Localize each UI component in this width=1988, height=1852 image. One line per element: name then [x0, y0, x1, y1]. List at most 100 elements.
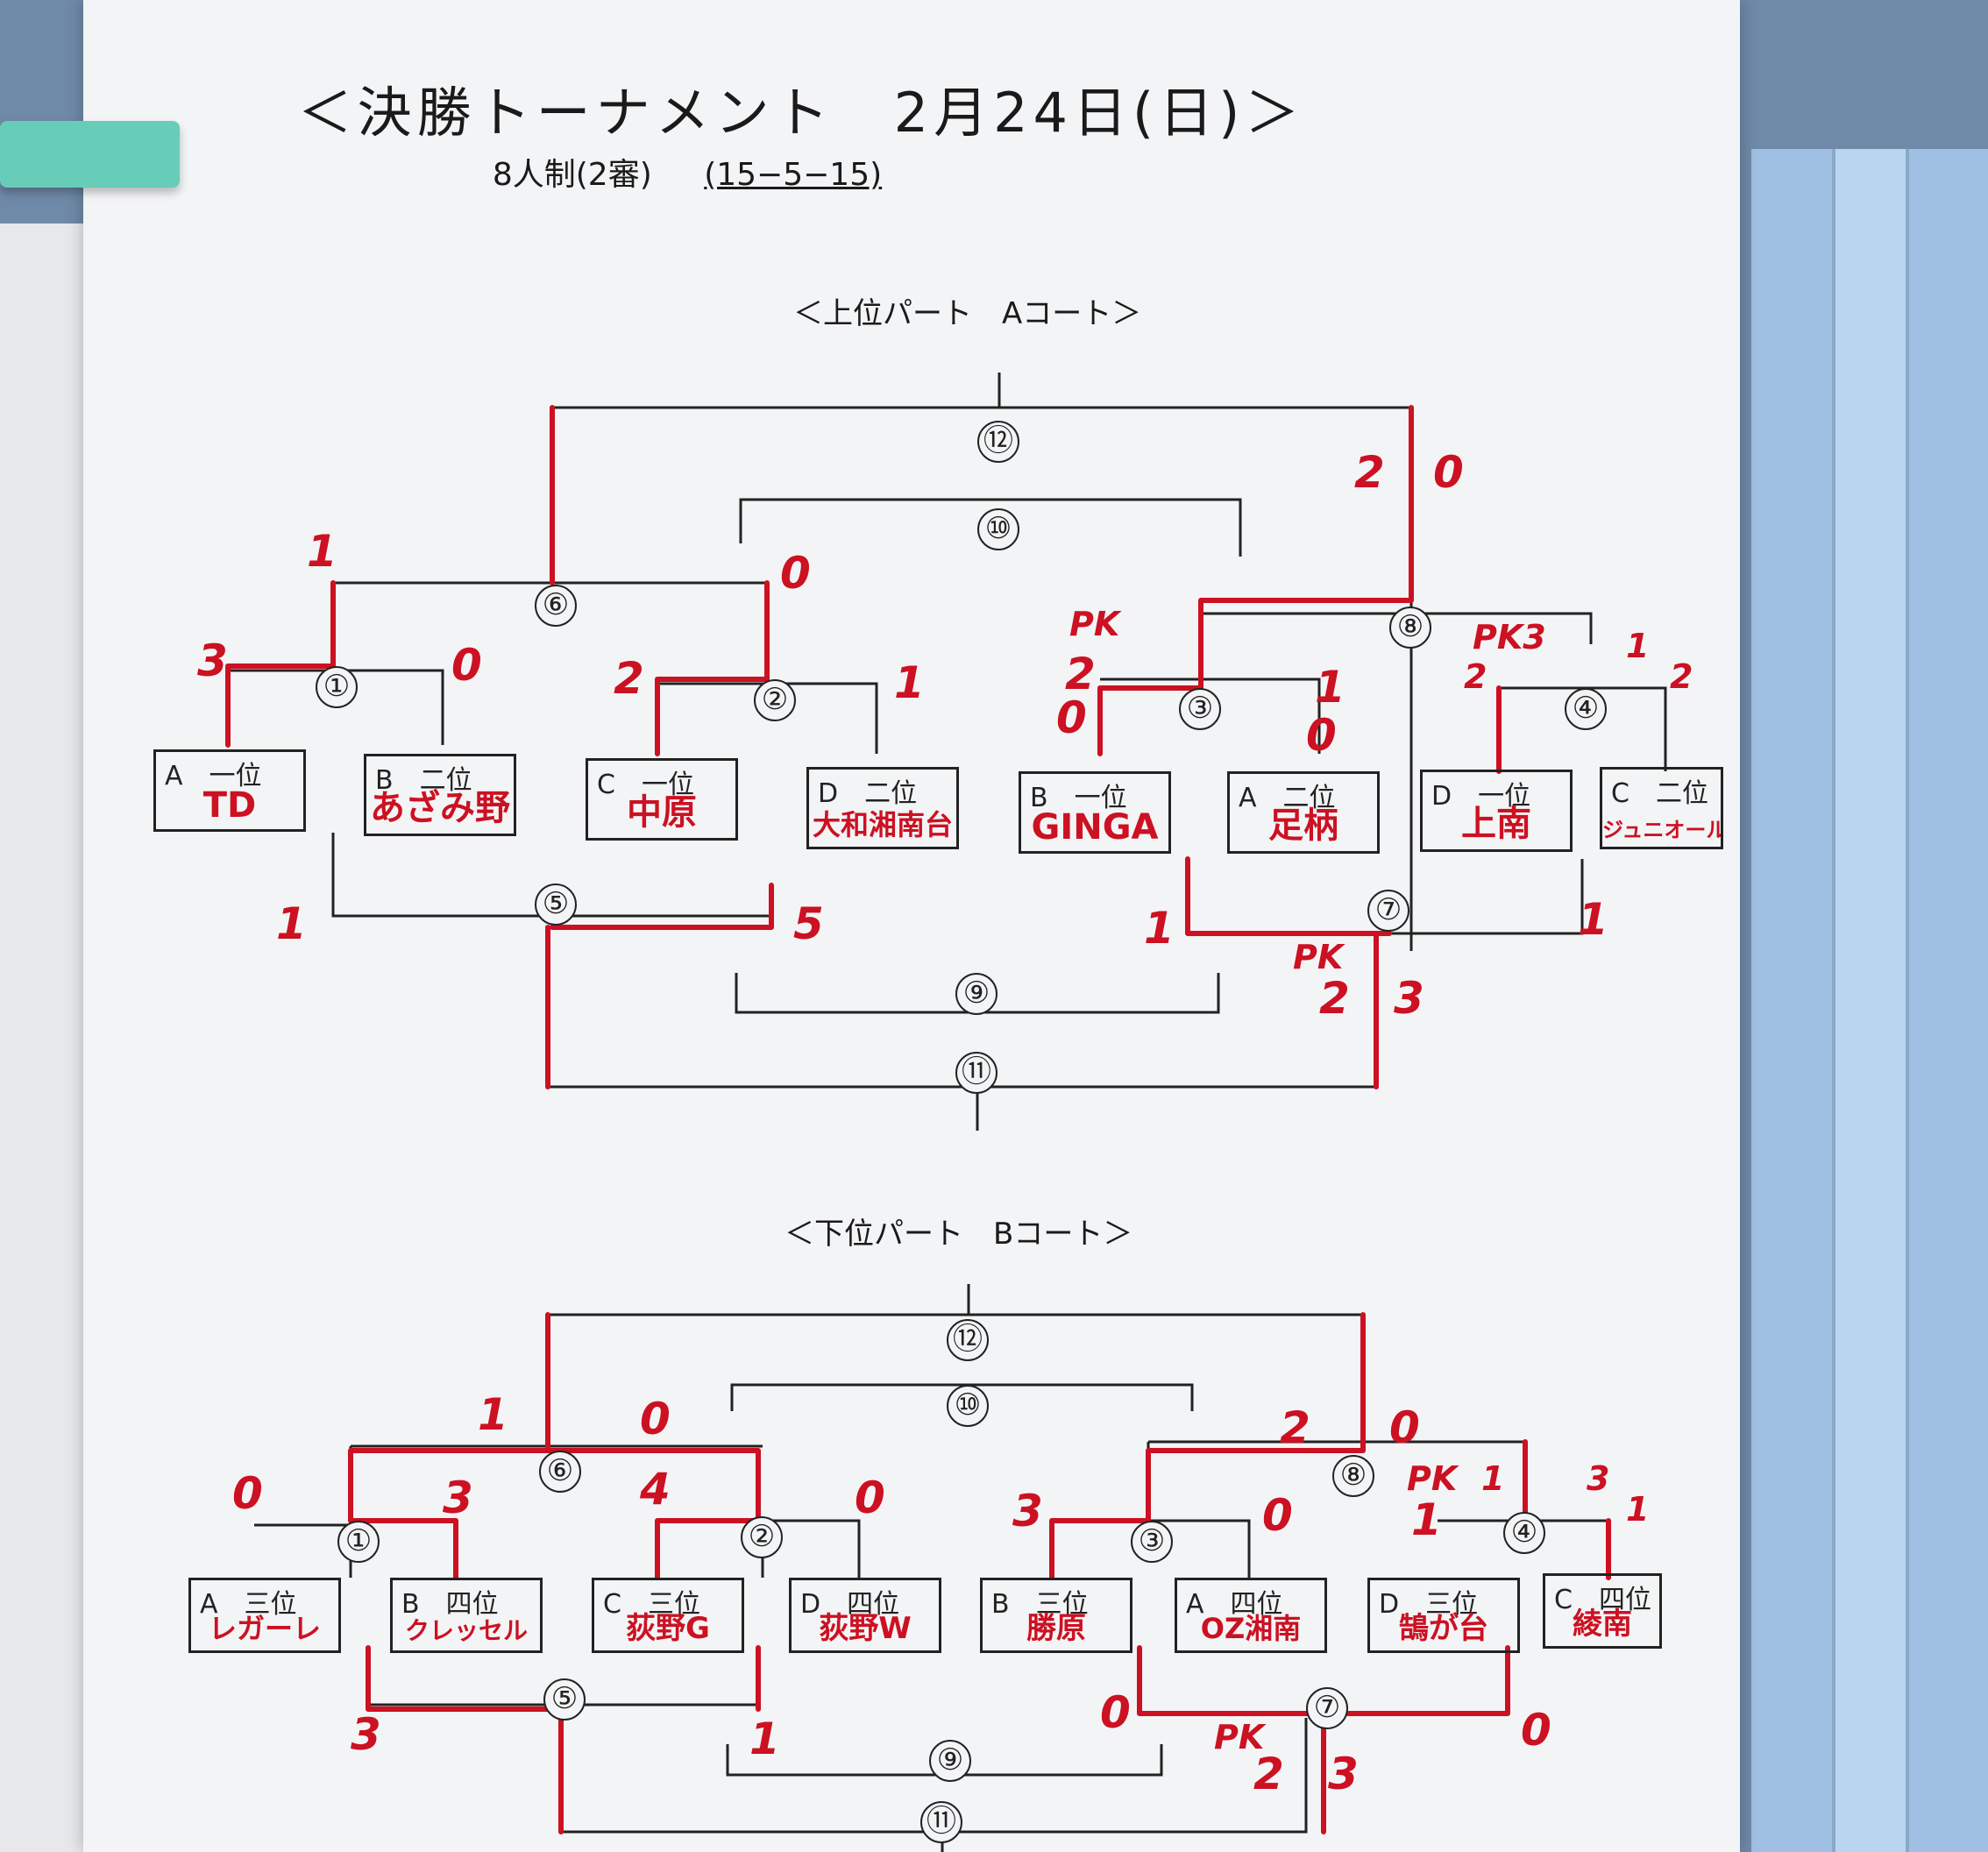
- lower-score-m4-right: 1: [1626, 1490, 1650, 1529]
- upper-score-m1-left: 3: [197, 635, 228, 686]
- team-seed: A 一位: [165, 761, 262, 791]
- team-name: レガーレ: [208, 1612, 321, 1645]
- lower-team-8: C 四位 綾南: [1543, 1573, 1662, 1649]
- lower-match-5: ⑤: [543, 1678, 586, 1721]
- team-name: 上南: [1461, 804, 1531, 844]
- upper-team-2: B 二位 あざみ野: [364, 754, 516, 836]
- team-name: TD: [202, 785, 257, 826]
- lower-score-m6-left: 1: [478, 1389, 508, 1440]
- lower-match-1: ①: [337, 1521, 380, 1563]
- team-seed: D 三位: [1379, 1589, 1479, 1620]
- team-name: 綾南: [1573, 1607, 1632, 1642]
- team-seed: C 三位: [603, 1589, 700, 1620]
- team-name: 大和湘南台: [812, 808, 953, 841]
- upper-score-m4-pk-right: 1: [1626, 627, 1650, 665]
- lower-score-m7-pk: PK: [1214, 1718, 1265, 1756]
- lower-match-8: ⑧: [1332, 1455, 1374, 1497]
- lower-score-m11: 3: [1328, 1749, 1359, 1799]
- team-seed: D 二位: [818, 778, 918, 809]
- upper-match-7: ⑦: [1367, 890, 1409, 932]
- lower-score-m2-left: 4: [640, 1464, 671, 1515]
- upper-match-8: ⑧: [1389, 607, 1431, 649]
- lower-match-7: ⑦: [1306, 1687, 1348, 1729]
- upper-match-1: ①: [316, 666, 358, 708]
- upper-score-m2-right: 1: [894, 657, 925, 708]
- upper-match-5: ⑤: [535, 883, 577, 926]
- team-name: 荻野G: [626, 1611, 710, 1646]
- upper-match-6: ⑥: [535, 585, 577, 627]
- lower-match-2: ②: [741, 1516, 783, 1558]
- upper-score-m7-pk-value: 2: [1319, 973, 1350, 1024]
- upper-score-m4-left: 2: [1464, 657, 1487, 696]
- team-name: クレッセル: [404, 1616, 528, 1645]
- lower-score-m1-left: 0: [232, 1468, 263, 1519]
- upper-team-4: D 二位 大和湘南台: [806, 767, 959, 849]
- team-name: 鵠が台: [1399, 1611, 1488, 1646]
- upper-score-m2-left: 2: [614, 653, 644, 704]
- lower-match-9: ⑨: [929, 1740, 971, 1782]
- lower-team-2: B 四位 クレッセル: [390, 1578, 543, 1653]
- upper-match-12: ⑫: [977, 421, 1019, 463]
- lower-score-m7-left: 0: [1100, 1687, 1131, 1738]
- team-seed: C 四位: [1554, 1585, 1651, 1615]
- upper-score-m7-pk: PK: [1293, 938, 1344, 976]
- upper-score-m11: 3: [1394, 973, 1424, 1024]
- team-name: ジュニオール: [1602, 818, 1721, 842]
- upper-team-8: C 二位 ジュニオール: [1600, 767, 1723, 849]
- lower-score-m3-right: 0: [1262, 1490, 1293, 1541]
- magnet-clip: [0, 121, 180, 188]
- lower-team-6: A 四位 OZ湘南: [1175, 1578, 1327, 1653]
- team-name: OZ湘南: [1200, 1612, 1302, 1645]
- format-text: 8人制(2審): [492, 157, 652, 193]
- lower-team-4: D 四位 荻野W: [789, 1578, 941, 1653]
- upper-team-1: A 一位 TD: [153, 749, 306, 832]
- lower-team-1: A 三位 レガーレ: [188, 1578, 341, 1653]
- lower-score-m7-right: 0: [1521, 1705, 1551, 1756]
- team-seed: C 二位: [1611, 778, 1708, 809]
- lower-part-label: ＜下位パート Bコート＞: [785, 1217, 1133, 1252]
- upper-score-m8-right: 0: [1433, 447, 1464, 498]
- upper-score-m4-right: 2: [1670, 657, 1693, 696]
- lower-match-10: ⑩: [947, 1385, 989, 1427]
- lower-score-m8-left: 2: [1280, 1402, 1310, 1453]
- upper-score-m6-left: 1: [307, 526, 337, 577]
- upper-score-m7-right: 1: [1578, 894, 1608, 945]
- upper-match-4: ④: [1565, 688, 1607, 730]
- lower-score-m2-right: 0: [855, 1472, 885, 1523]
- team-seed: A 三位: [200, 1589, 297, 1620]
- upper-team-5: B 一位 GINGA: [1019, 771, 1171, 854]
- lower-score-m5-left: 3: [351, 1709, 381, 1760]
- team-seed: C 一位: [597, 770, 694, 800]
- upper-match-2: ②: [754, 679, 796, 721]
- upper-red-lines: [225, 405, 1502, 1089]
- upper-score-m7-left: 1: [1144, 903, 1175, 954]
- lower-match-12: ⑫: [947, 1319, 989, 1361]
- upper-match-3: ③: [1179, 688, 1221, 730]
- upper-score-m5-right: 5: [793, 898, 824, 949]
- upper-score-m1-right: 0: [451, 640, 482, 691]
- team-seed: B 四位: [401, 1589, 499, 1620]
- lower-score-m4-pk-right: 3: [1587, 1459, 1610, 1498]
- team-name: 勝原: [1026, 1611, 1086, 1646]
- upper-match-11: ⑪: [955, 1052, 998, 1094]
- upper-score-m3-left: 0: [1056, 692, 1087, 743]
- upper-score-m5-left: 1: [276, 898, 307, 949]
- upper-match-10: ⑩: [977, 508, 1019, 550]
- team-name: GINGA: [1031, 807, 1159, 848]
- upper-score-m3-pk-right: 1: [1315, 662, 1345, 713]
- sheet-title: ＜決勝トーナメント 2月24日(日)＞: [297, 81, 1305, 145]
- lower-score-m7-pk-value: 2: [1253, 1749, 1284, 1799]
- lower-match-11: ⑪: [920, 1801, 962, 1843]
- team-name: 荻野W: [819, 1611, 912, 1646]
- lower-score-m4-pk-left: 1: [1481, 1459, 1505, 1498]
- upper-score-m8-left: 2: [1354, 447, 1385, 498]
- lower-score-m4-pk: PK: [1407, 1459, 1458, 1498]
- upper-team-3: C 一位 中原: [586, 758, 738, 841]
- lower-score-m8-right: 0: [1389, 1402, 1420, 1453]
- upper-match-9: ⑨: [955, 973, 998, 1015]
- team-seed: D 四位: [800, 1589, 900, 1620]
- upper-score-m6-right: 0: [780, 548, 811, 599]
- upper-score-m4-pk: PK3: [1473, 618, 1546, 656]
- lower-score-m3-left: 3: [1012, 1486, 1043, 1536]
